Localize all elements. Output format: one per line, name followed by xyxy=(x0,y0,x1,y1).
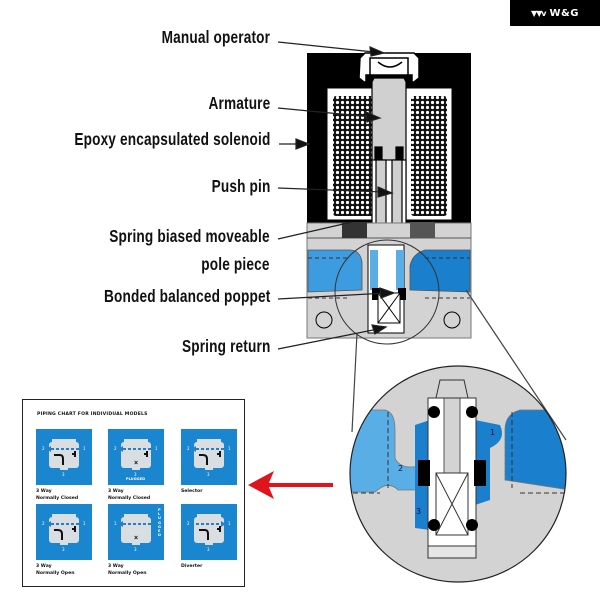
caption-line1: Selector xyxy=(181,489,203,494)
svg-text:×: × xyxy=(134,460,138,467)
port-label: 3 xyxy=(62,472,65,477)
caption-line1: 3 Way xyxy=(36,564,52,569)
port-label: 3 xyxy=(134,547,137,552)
port-label: 3 xyxy=(207,547,210,552)
piping-tile-caption: Selector xyxy=(181,489,202,496)
port-label: 1 xyxy=(228,521,231,526)
piping-tile-caption: Diverter xyxy=(181,564,202,571)
port-label-1: 1 xyxy=(490,428,495,437)
port-label: 1 xyxy=(83,446,86,451)
label-spring-pole-line1: Spring biased moveable xyxy=(109,226,270,246)
logo-mark-icon: ▼▼v xyxy=(531,8,547,18)
valve-schematic-icon xyxy=(46,439,80,470)
port-label: 2 xyxy=(42,521,45,526)
port-label: 1 xyxy=(155,446,158,451)
caption-line1: 3 Way xyxy=(108,564,124,569)
caption-line1: 3 Way xyxy=(36,489,52,494)
port-label: 2 xyxy=(187,446,190,451)
port-label: 1 xyxy=(228,446,231,451)
label-manual-operator: Manual operator xyxy=(161,27,270,47)
piping-chart-title: PIPING CHART FOR INDIVIDUAL MODELS xyxy=(37,412,148,417)
valve-schematic-icon xyxy=(46,514,80,545)
arrow-head-icon xyxy=(295,138,311,150)
magnify-line-right xyxy=(465,289,567,441)
piping-tile-5: × 1 3 PLUGGED xyxy=(108,504,164,560)
armature xyxy=(371,77,407,226)
plugged-note: PLUGGED xyxy=(158,508,161,538)
port-label: 2 xyxy=(114,446,117,451)
label-push-pin: Push pin xyxy=(211,176,270,196)
valve-schematic-icon xyxy=(191,439,225,470)
port-label-2: 2 xyxy=(398,464,403,473)
label-bonded-poppet: Bonded balanced poppet xyxy=(103,286,270,306)
port-label: 3 xyxy=(62,547,65,552)
label-spring-return: Spring return xyxy=(181,336,270,356)
svg-text:×: × xyxy=(134,535,138,542)
arrow-head-icon xyxy=(369,46,386,57)
port-label-3: 3 xyxy=(416,507,421,516)
piping-tile-1: 2 1 3 xyxy=(36,429,92,485)
arrow-head-icon xyxy=(371,324,388,335)
port-label: 2 xyxy=(42,446,45,451)
detail-circle-border xyxy=(349,365,567,583)
piping-tile-4: 2 1 3 xyxy=(36,504,92,560)
valve-schematic-icon xyxy=(191,514,226,545)
caption-line2: Normally Closed xyxy=(36,495,79,501)
magnify-circle xyxy=(334,239,440,345)
valve-schematic-icon: × xyxy=(118,514,152,545)
valve-schematic-icon: × xyxy=(118,439,152,470)
piping-tile-6: 2 1 3 xyxy=(181,504,237,560)
red-arrow-icon xyxy=(248,471,333,499)
piping-chart-panel: PIPING CHART FOR INDIVIDUAL MODELS 2 1 3 3 … xyxy=(22,399,245,587)
label-armature: Armature xyxy=(208,93,270,113)
detail-view: 2 1 3 xyxy=(350,366,566,582)
coil-left xyxy=(333,96,381,216)
label-epoxy-solenoid: Epoxy encapsulated solenoid xyxy=(73,129,270,149)
port-label: 1 xyxy=(114,521,117,526)
port-label: 1 xyxy=(83,521,86,526)
port-label: 2 xyxy=(187,521,190,526)
manual-operator xyxy=(358,52,420,83)
plugged-note: PLUGGED xyxy=(126,477,146,481)
caption-line1: 3 Way xyxy=(108,489,124,494)
port-label: 3 xyxy=(207,472,210,477)
piping-tile-3: 2 1 3 xyxy=(181,429,237,485)
arrow-head-icon xyxy=(377,186,394,198)
valve-body xyxy=(306,222,472,339)
label-spring-pole-line2: pole piece xyxy=(201,254,270,274)
port-label: 3 xyxy=(134,472,137,477)
caption-line2: Normally Closed xyxy=(108,495,151,501)
caption-line2: Normally Open xyxy=(108,570,147,576)
coil-right xyxy=(411,96,447,216)
brand-logo: ▼▼v W&G xyxy=(510,0,600,26)
caption-line1: Diverter xyxy=(181,564,203,569)
magnify-line-left xyxy=(351,332,358,433)
arrow-head-icon xyxy=(379,287,396,299)
callout-lines xyxy=(277,41,396,350)
logo-text: W&G xyxy=(549,7,579,19)
arrow-head-icon xyxy=(365,111,382,123)
caption-line2: Normally Open xyxy=(36,570,75,576)
